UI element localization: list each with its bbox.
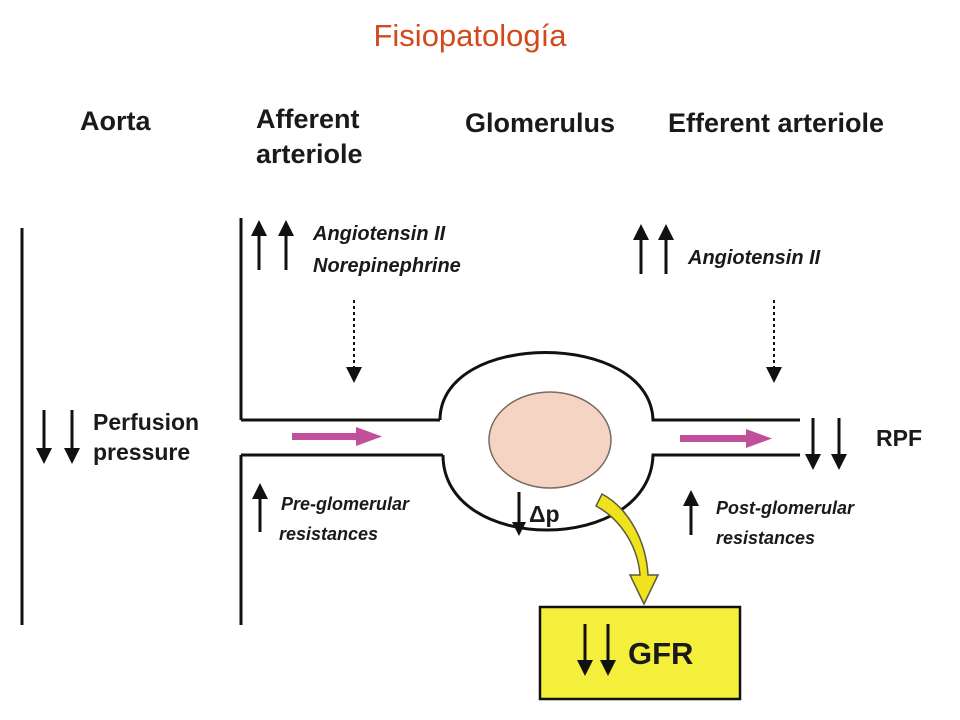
header-aorta: Aorta (80, 106, 151, 136)
post-glomerular-line1: Post-glomerular (716, 498, 855, 518)
pre-glomerular-line2: resistances (279, 524, 378, 544)
perfusion-line2: pressure (93, 439, 190, 465)
afferent-stimulus-2: Norepinephrine (313, 255, 461, 277)
filtration-arrow-icon (595, 492, 660, 606)
afferent-stimulus-1: Angiotensin II (312, 223, 446, 245)
gfr-label: GFR (628, 636, 693, 671)
rpf-decrease-arrows-icon (805, 418, 847, 470)
header-afferent-line2: arteriole (256, 139, 363, 169)
header-afferent-line1: Afferent (256, 104, 360, 134)
perfusion-line1: Perfusion (93, 409, 199, 435)
perfusion-decrease-arrows-icon (36, 410, 80, 464)
slide-title: Fisiopatología (373, 18, 567, 53)
efferent-flow-arrow-icon (680, 429, 772, 448)
delta-p-label: Δp (529, 501, 560, 527)
rpf-label: RPF (876, 425, 922, 451)
glomerulus-capsule (438, 351, 800, 532)
afferent-vessel (239, 218, 443, 625)
efferent-stimulus-1: Angiotensin II (687, 247, 821, 269)
post-glomerular-line2: resistances (716, 528, 815, 548)
header-efferent: Efferent arteriole (668, 108, 884, 138)
afferent-increase-arrows-icon (251, 220, 294, 270)
pre-glomerular-line1: Pre-glomerular (281, 494, 410, 514)
delta-p-decrease-arrow-icon (512, 492, 526, 536)
gfr-decrease-arrows-icon (577, 624, 616, 676)
pre-glomerular-increase-arrow-icon (252, 483, 268, 532)
gfr-box (538, 605, 742, 701)
glomerulus-core (488, 391, 612, 489)
efferent-increase-arrows-icon (633, 224, 674, 274)
header-glomerulus: Glomerulus (465, 108, 615, 138)
afferent-flow-arrow-icon (292, 427, 382, 446)
post-glomerular-increase-arrow-icon (683, 490, 699, 535)
